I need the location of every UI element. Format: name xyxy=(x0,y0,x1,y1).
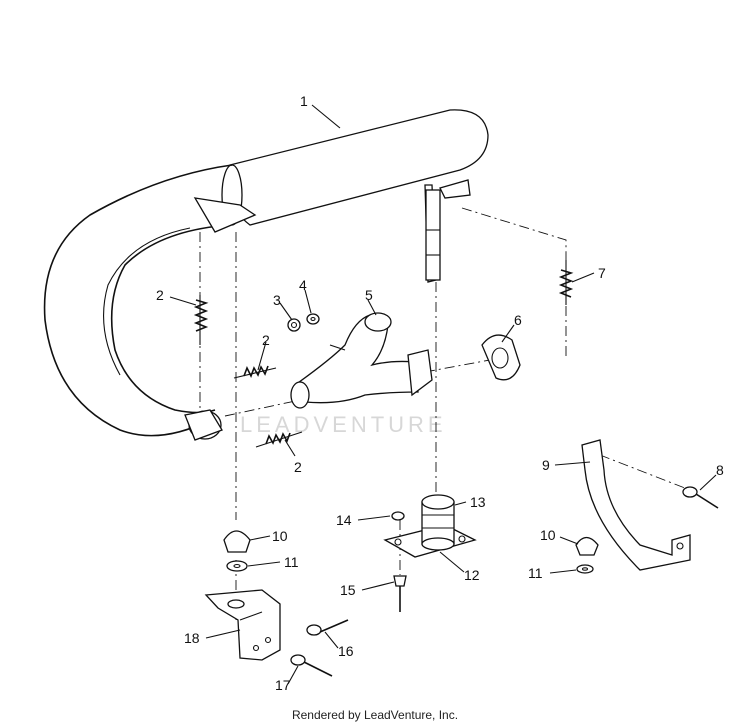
callout-10a: 10 xyxy=(272,528,288,544)
callout-6: 6 xyxy=(514,312,522,328)
bolt-17 xyxy=(290,654,333,677)
y-pipe xyxy=(290,312,433,409)
isolator-mount xyxy=(421,494,455,551)
grommet-right xyxy=(575,536,599,556)
gasket xyxy=(481,334,521,381)
callout-9: 9 xyxy=(542,457,550,473)
callout-18: 18 xyxy=(184,630,200,646)
callout-2a: 2 xyxy=(156,287,164,303)
callout-10b: 10 xyxy=(540,527,556,543)
bracket-left xyxy=(204,589,281,661)
watermark: LEADVENTURE xyxy=(240,412,447,437)
nut xyxy=(287,318,301,332)
callout-13: 13 xyxy=(470,494,486,510)
spring-lower xyxy=(255,431,303,448)
callout-15: 15 xyxy=(340,582,356,598)
render-credit: Rendered by LeadVenture, Inc. xyxy=(291,708,459,722)
callout-3: 3 xyxy=(273,292,281,308)
callout-5: 5 xyxy=(365,287,373,303)
callout-2b: 2 xyxy=(262,332,270,348)
spring-upper-left xyxy=(193,295,209,345)
washer xyxy=(306,313,320,325)
callout-17: 17 xyxy=(275,677,291,693)
bracket-right xyxy=(581,439,691,571)
washer-right xyxy=(576,564,594,574)
callout-1: 1 xyxy=(300,93,308,109)
assembly-lines xyxy=(199,207,691,620)
callout-8: 8 xyxy=(716,462,724,478)
spring-middle xyxy=(233,365,277,379)
callout-7: 7 xyxy=(598,265,606,281)
callout-11b: 11 xyxy=(528,565,543,581)
callout-2c: 2 xyxy=(294,459,302,475)
bolt-16 xyxy=(306,619,349,636)
small-washer xyxy=(391,511,405,521)
callout-16: 16 xyxy=(338,643,354,659)
callout-14: 14 xyxy=(336,512,352,528)
spring-right xyxy=(558,260,574,305)
watermark-text: LEADVENTURE xyxy=(240,412,447,437)
washer-left xyxy=(226,560,248,572)
bolt-right xyxy=(682,486,719,509)
grommet-left xyxy=(223,530,251,553)
callout-12: 12 xyxy=(464,567,480,583)
callout-11a: 11 xyxy=(284,554,299,570)
screw xyxy=(393,575,407,612)
callout-4: 4 xyxy=(299,277,307,293)
muffler-assembly xyxy=(43,109,489,441)
leader-lines xyxy=(169,104,717,685)
callout-labels: 1 2 2 2 3 4 5 6 7 8 9 10 10 11 11 12 13 … xyxy=(156,93,724,693)
